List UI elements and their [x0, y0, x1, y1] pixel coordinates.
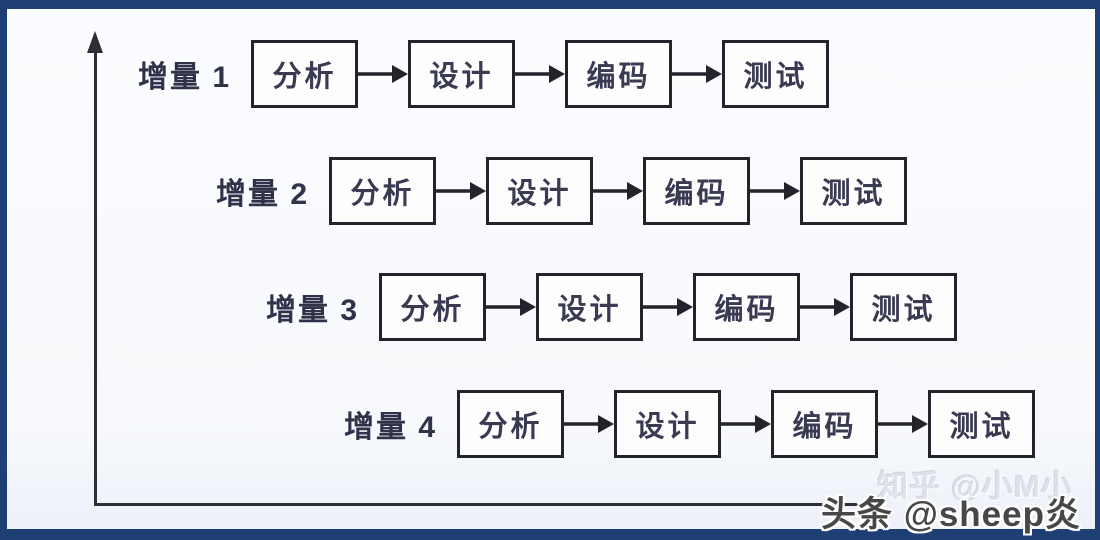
axis-arrow-up-icon	[87, 31, 103, 53]
stage-box-design: 设计	[536, 273, 644, 341]
arrow-right-icon	[358, 65, 409, 83]
increment-label: 增量 2	[216, 178, 310, 211]
stage-box-coding: 编码	[565, 40, 673, 108]
stage-box-coding: 编码	[771, 390, 879, 458]
arrow-right-icon	[593, 182, 644, 200]
vertical-axis-line	[94, 49, 97, 505]
stage-box-coding: 编码	[693, 273, 801, 341]
arrow-right-icon	[486, 298, 537, 316]
watermark-toutiao: 头条 @sheep炎	[820, 495, 1081, 534]
stage-box-analysis: 分析	[251, 40, 359, 108]
stage-box-design: 设计	[614, 390, 722, 458]
increment-row-1: 增量 1 分析 设计 编码 测试	[138, 40, 830, 108]
stage-box-design: 设计	[408, 40, 516, 108]
arrow-right-icon	[721, 415, 772, 433]
arrow-right-icon	[878, 415, 929, 433]
stage-box-testing: 测试	[928, 390, 1036, 458]
stage-box-testing: 测试	[722, 40, 830, 108]
stage-box-analysis: 分析	[379, 273, 487, 341]
watermark-zhihu: 知乎 @小M小	[877, 469, 1073, 504]
increment-label: 增量 4	[344, 411, 438, 444]
arrow-right-icon	[515, 65, 566, 83]
arrow-right-icon	[436, 182, 487, 200]
arrow-right-icon	[564, 415, 615, 433]
stage-box-design: 设计	[486, 157, 594, 225]
arrow-right-icon	[750, 182, 801, 200]
stage-box-analysis: 分析	[457, 390, 565, 458]
increment-row-4: 增量 4 分析 设计 编码 测试	[344, 390, 1036, 458]
arrow-right-icon	[800, 298, 851, 316]
diagram-canvas: 增量 1 分析 设计 编码 测试 增量 2 分析 设计 编码 测试 增量 3 分…	[7, 9, 1095, 534]
arrow-right-icon	[672, 65, 723, 83]
stage-box-testing: 测试	[800, 157, 908, 225]
stage-box-testing: 测试	[850, 273, 958, 341]
increment-label: 增量 3	[266, 294, 360, 327]
stage-box-analysis: 分析	[329, 157, 437, 225]
increment-row-3: 增量 3 分析 设计 编码 测试	[266, 273, 958, 341]
increment-row-2: 增量 2 分析 设计 编码 测试	[216, 157, 908, 225]
arrow-right-icon	[643, 298, 694, 316]
horizontal-axis-line	[94, 503, 880, 506]
increment-label: 增量 1	[138, 61, 232, 94]
stage-box-coding: 编码	[643, 157, 751, 225]
